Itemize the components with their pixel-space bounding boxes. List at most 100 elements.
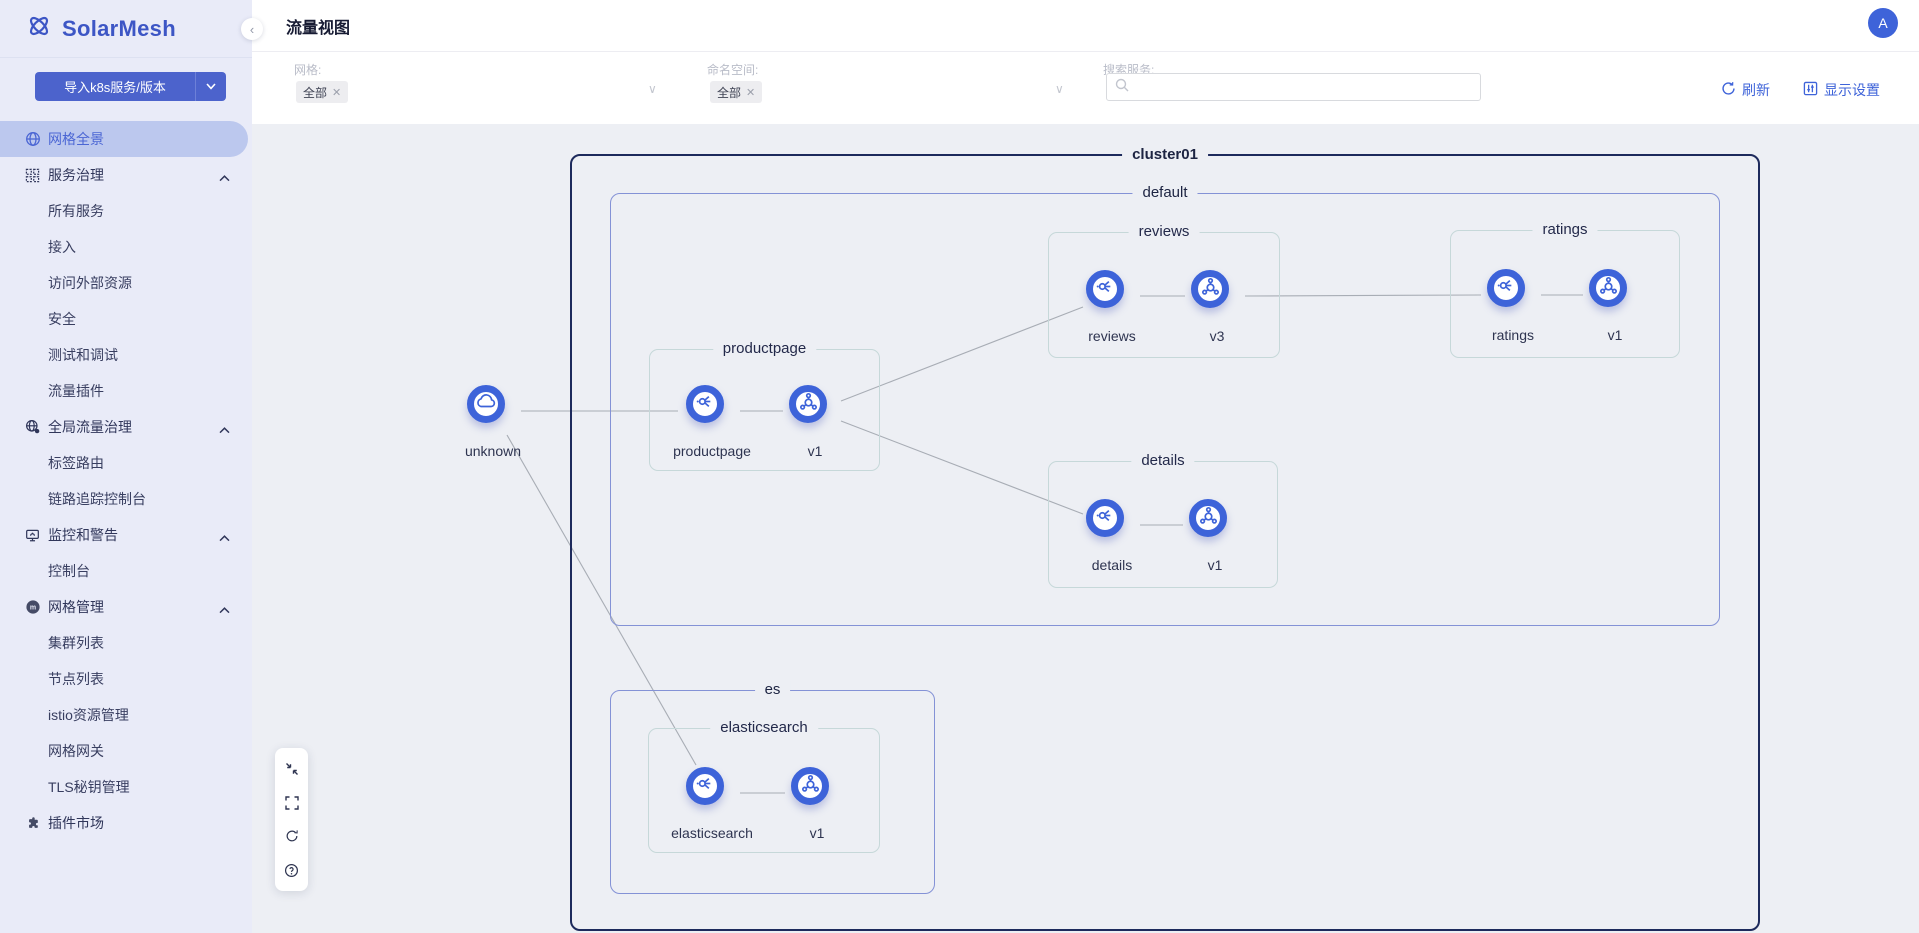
node-label: v1	[1607, 327, 1623, 343]
chevron-up-icon	[219, 169, 230, 185]
node-productpage-v1[interactable]	[789, 385, 827, 423]
chevron-up-icon	[219, 601, 230, 617]
fullscreen-icon[interactable]	[278, 789, 305, 816]
chevron-up-icon	[219, 421, 230, 437]
node-label: v3	[1209, 328, 1225, 344]
sidebar-section-global-traffic[interactable]: 全局流量治理	[0, 409, 252, 445]
node-ratings-service[interactable]	[1487, 269, 1525, 307]
group-title: productpage	[712, 340, 817, 357]
sidebar-item-istio-resources[interactable]: istio资源管理	[48, 707, 129, 723]
node-elasticsearch-v1[interactable]	[791, 767, 829, 805]
sidebar-section-mesh-management[interactable]: m 网格管理	[0, 589, 252, 625]
cluster-box[interactable]: cluster01	[570, 146, 1760, 931]
tag-remove-icon[interactable]: ✕	[332, 86, 342, 99]
sidebar-item-external-resources[interactable]: 访问外部资源	[48, 275, 132, 291]
main-area: ‹ 流量视图 A 网格: 全部 ✕ ∨ 命名空间: 全部 ✕ ∨ 搜索服务:	[241, 0, 1919, 933]
namespace-filter-tag[interactable]: 全部 ✕	[710, 81, 763, 103]
sidebar: SolarMesh 导入k8s服务/版本 网格全景	[0, 0, 252, 933]
help-icon[interactable]	[278, 857, 305, 884]
namespace-box-default[interactable]: default	[610, 184, 1720, 626]
node-ratings-v1[interactable]	[1589, 269, 1627, 307]
node-label: productpage	[673, 443, 751, 459]
sidebar-section-monitoring-alerts[interactable]: 监控和警告	[0, 517, 252, 553]
node-productpage-service[interactable]	[686, 385, 724, 423]
group-box-details[interactable]: details	[1048, 452, 1278, 588]
mesh-management-icon: m	[24, 599, 41, 616]
filter-bar: 网格: 全部 ✕ ∨ 命名空间: 全部 ✕ ∨ 搜索服务:	[252, 51, 1919, 124]
sidebar-item-node-list[interactable]: 节点列表	[48, 671, 104, 687]
node-label: details	[1091, 557, 1133, 573]
chevron-up-icon	[219, 529, 230, 545]
canvas-toolbar	[275, 748, 308, 891]
avatar[interactable]: A	[1868, 8, 1898, 38]
sidebar-item-cluster-list[interactable]: 集群列表	[48, 635, 104, 651]
display-settings-icon	[1803, 81, 1818, 99]
group-title: reviews	[1128, 223, 1200, 240]
node-label: v1	[1207, 557, 1223, 573]
sidebar-item-security[interactable]: 安全	[48, 311, 76, 327]
sidebar-item-mesh-overview[interactable]: 网格全景	[0, 121, 248, 157]
sidebar-section-service-governance[interactable]: 服务治理	[0, 157, 252, 193]
sidebar-menu: 网格全景 服务治理 所有服务 接入 访问外部资源 安全 测试和调试 流量插件	[0, 113, 252, 841]
tag-remove-icon[interactable]: ✕	[746, 86, 756, 99]
sidebar-item-test-debug[interactable]: 测试和调试	[48, 347, 118, 363]
sidebar-item-tls-secrets[interactable]: TLS秘钥管理	[48, 779, 130, 795]
mesh-filter-label: 网格:	[294, 63, 322, 77]
plugin-market-icon	[24, 815, 41, 832]
mesh-knot-icon	[26, 13, 52, 44]
namespace-filter-label: 命名空间:	[707, 63, 759, 77]
app-name: SolarMesh	[62, 15, 176, 41]
group-title: details	[1131, 452, 1195, 469]
node-details-service[interactable]	[1086, 499, 1124, 537]
refresh-button[interactable]: 刷新	[1721, 80, 1770, 100]
group-box-elasticsearch[interactable]: elasticsearch	[648, 719, 880, 853]
group-box-reviews[interactable]: reviews	[1048, 223, 1280, 358]
display-settings-button[interactable]: 显示设置	[1803, 80, 1880, 100]
reload-icon[interactable]	[278, 823, 305, 850]
node-label: ratings	[1491, 327, 1535, 343]
node-reviews-v3[interactable]	[1191, 270, 1229, 308]
mesh-filter-tag[interactable]: 全部 ✕	[296, 81, 349, 103]
sidebar-item-tracing-console[interactable]: 链路追踪控制台	[48, 491, 146, 507]
sidebar-item-ingress[interactable]: 接入	[48, 239, 76, 255]
search-service-input[interactable]	[1135, 79, 1480, 95]
mesh-select-chevron-down-icon[interactable]: ∨	[648, 82, 657, 96]
node-label: v1	[807, 443, 823, 459]
node-elasticsearch-service[interactable]	[686, 767, 724, 805]
services-icon	[24, 167, 41, 184]
service-icon	[1095, 276, 1116, 302]
chevron-down-icon[interactable]	[195, 72, 226, 101]
compress-icon[interactable]	[278, 755, 305, 782]
workload-icon	[800, 773, 821, 799]
node-label: elasticsearch	[671, 825, 753, 841]
namespace-title: default	[1132, 184, 1198, 201]
sidebar-item-plugin-market[interactable]: 插件市场	[0, 805, 252, 841]
sidebar-collapse-button[interactable]: ‹	[241, 18, 263, 40]
service-icon	[695, 391, 716, 417]
sidebar-item-console[interactable]: 控制台	[48, 563, 90, 579]
namespace-box-es[interactable]: es	[610, 681, 935, 894]
page-title: 流量视图	[286, 19, 351, 37]
topbar: ‹ 流量视图 A	[241, 0, 1919, 51]
workload-icon	[1598, 275, 1619, 301]
node-reviews-service[interactable]	[1086, 270, 1124, 308]
namespace-select-chevron-down-icon[interactable]: ∨	[1055, 82, 1064, 96]
workload-icon	[798, 391, 819, 417]
monitor-alert-icon	[24, 527, 41, 544]
service-icon	[1496, 275, 1517, 301]
group-box-productpage[interactable]: productpage	[649, 340, 880, 471]
sidebar-item-traffic-plugins[interactable]: 流量插件	[48, 383, 104, 399]
node-unknown[interactable]	[467, 385, 505, 423]
group-title: ratings	[1532, 221, 1598, 238]
topology-canvas[interactable]: cluster01 default productpage reviews ra…	[252, 124, 1919, 933]
sidebar-item-mesh-gateway[interactable]: 网格网关	[48, 743, 104, 759]
group-box-ratings[interactable]: ratings	[1450, 221, 1680, 358]
cloud-icon	[474, 390, 498, 419]
node-details-v1[interactable]	[1189, 499, 1227, 537]
sidebar-item-label-routing[interactable]: 标签路由	[48, 455, 104, 471]
globe-icon	[24, 131, 41, 148]
sidebar-item-all-services[interactable]: 所有服务	[48, 203, 104, 219]
refresh-icon	[1721, 81, 1736, 99]
import-k8s-button[interactable]: 导入k8s服务/版本	[35, 72, 195, 101]
